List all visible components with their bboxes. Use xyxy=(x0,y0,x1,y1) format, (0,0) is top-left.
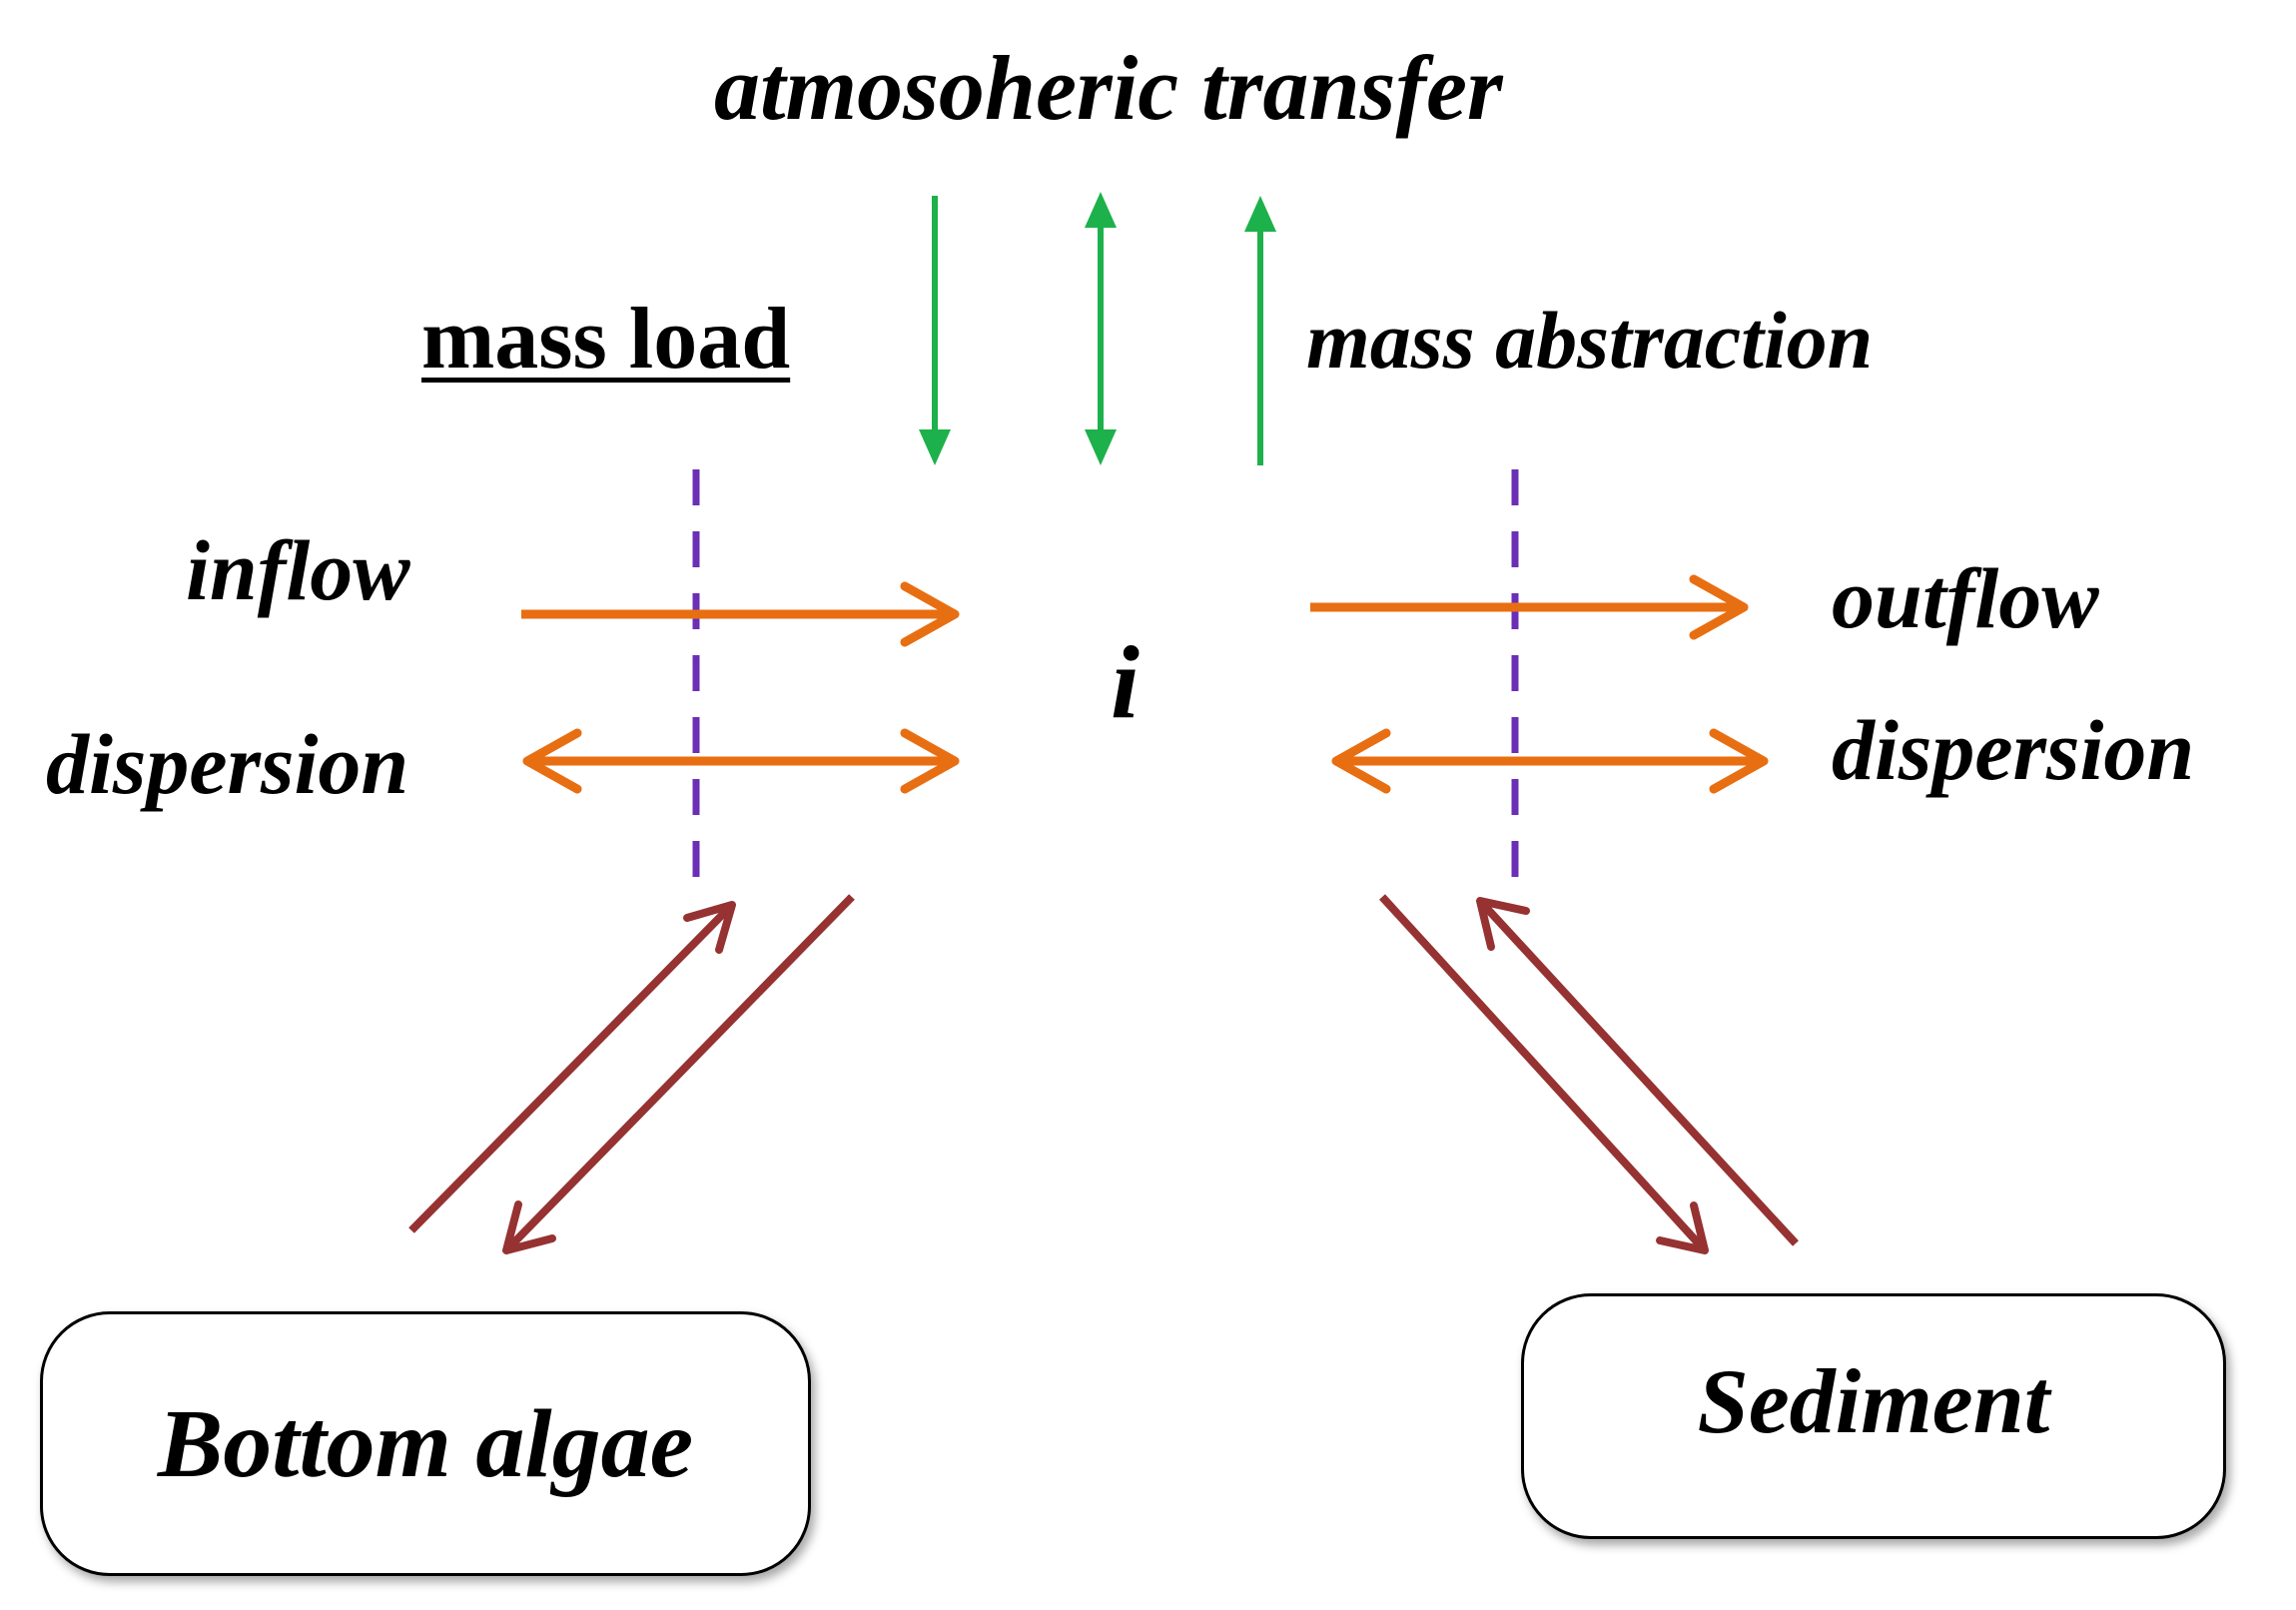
sediment-release-arrow xyxy=(1476,897,1799,1246)
segment-index-label: i xyxy=(1111,625,1140,740)
mass-abstraction-label: mass abstraction xyxy=(1306,295,1874,386)
dispersion-right-arrow xyxy=(1331,728,1769,794)
inflow-arrow xyxy=(521,581,960,647)
outflow-arrow xyxy=(1310,574,1749,640)
atmospheric-bidirectional-arrow xyxy=(1085,192,1117,465)
bottom-algae-label: Bottom algae xyxy=(157,1389,694,1498)
mass-abstraction-up-arrow xyxy=(1244,196,1276,465)
bottom-algae-box: Bottom algae xyxy=(40,1311,811,1576)
bottom-algae-release-arrow xyxy=(502,894,855,1254)
mass-load-label: mass load xyxy=(421,291,791,388)
atmospheric-down-arrow xyxy=(919,196,951,465)
sediment-label: Sediment xyxy=(1697,1350,2050,1452)
sediment-box: Sediment xyxy=(1521,1293,2226,1539)
dispersion-left-label: dispersion xyxy=(46,716,409,812)
outflow-label: outflow xyxy=(1832,550,2099,646)
dispersion-right-label: dispersion xyxy=(1832,702,2195,798)
dispersion-left-arrow xyxy=(522,728,960,794)
inflow-label: inflow xyxy=(186,522,410,618)
sediment-settling-arrow xyxy=(1379,894,1709,1254)
bottom-algae-uptake-arrow xyxy=(408,901,736,1233)
atmospheric-transfer-label: atmosoheric transfer xyxy=(714,37,1503,139)
